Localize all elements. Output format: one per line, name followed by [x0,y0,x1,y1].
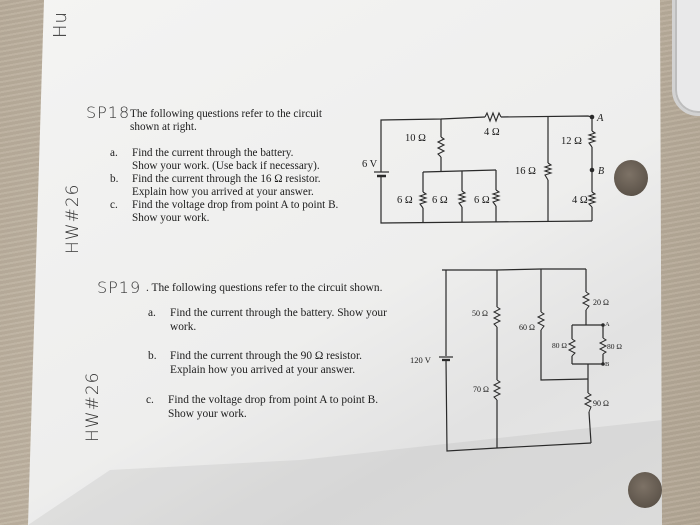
sp18-r-middle-label: 16 Ω [515,166,536,177]
sp19-point-a-dot [601,323,605,327]
question-letter: c. [110,199,118,211]
question-letter: b. [110,173,119,185]
question-letter: a. [110,147,118,159]
punch-hole-bottom [628,472,662,508]
sp19-intro: . The following questions refer to the c… [146,282,383,294]
sp18-intro-line1: The following questions refer to the cir… [130,108,322,120]
sp18-r-lower-right-label: 4 Ω [572,195,588,206]
sp18-r-upper-right-label: 12 Ω [561,136,582,147]
device-corner [672,0,700,116]
sp19-point-b-label: B [605,361,610,368]
sp19-question-a: a.Find the current through the battery. … [148,307,387,333]
punch-hole-top [614,160,648,196]
sp18-battery-label: 6 V [362,159,378,170]
sp19-question-b: b.Find the current through the 90 Ω resi… [148,350,362,376]
question-letter: b. [148,350,157,362]
sp19-r50-label: 50 Ω [472,309,488,318]
sp18-point-b-dot [589,167,595,173]
sp18-point-b-label: B [598,166,604,177]
sp18-intro-line2: shown at right. [130,121,197,133]
question-letter: a. [148,307,156,319]
sp19-point-b-dot [601,362,605,366]
sp18-r-parallel-1-label: 6 Ω [397,195,413,206]
sp19-point-a-label: A [605,321,610,328]
sp18-r-parallel-2-label: 6 Ω [432,195,448,206]
sp18-point-a-label: A [596,113,604,124]
sp19-r60-label: 60 Ω [519,323,535,332]
sp19-battery-label: 120 V [410,355,432,365]
sp19-r70-label: 70 Ω [473,385,489,394]
sp18-problem: The following questions refer to the cir… [130,108,322,134]
sp18-r-left-label: 10 Ω [405,133,426,144]
sp19-r20-label: 20 Ω [593,298,609,307]
handwritten-sp19-label: SP19 [97,278,142,297]
sp18-point-a-dot [589,114,595,120]
sp18-question-a: a.Find the current through the battery. … [110,147,320,172]
sp18-r-parallel-3-label: 6 Ω [474,195,490,206]
sp18-question-b: b.Find the current through the 16 Ω resi… [110,173,321,198]
sp18-questions: a.Find the current through the battery. … [110,147,338,225]
sp19-r80-left-label: 80 Ω [552,341,567,350]
question-letter: c. [146,394,154,406]
sp19-question-c: c.Find the voltage drop from point A to … [146,394,379,420]
sp18-r-top-label: 4 Ω [484,127,500,138]
sp19-r80-right-label: 80 Ω [607,342,622,351]
sp19-r90-label: 90 Ω [593,399,609,408]
handwritten-sp18-label: SP18 [86,103,131,122]
sp18-question-c: c.Find the voltage drop from point A to … [110,199,339,224]
